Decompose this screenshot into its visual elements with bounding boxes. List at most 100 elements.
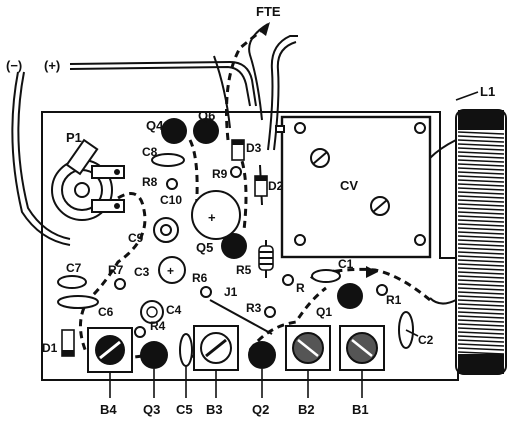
fte-wire-right: [267, 35, 298, 151]
coil-b4: [87, 327, 133, 373]
fte-wire-right-edge: [273, 41, 297, 151]
label-q5: Q5: [196, 240, 213, 255]
label-c6: C6: [98, 305, 114, 319]
coil-b1: [339, 325, 385, 371]
capacitor-c9: [153, 217, 179, 243]
capacitor-c3: +: [158, 256, 186, 284]
resistor-r7: [114, 278, 126, 290]
label-r6: R6: [192, 271, 208, 285]
label-r1: R1: [386, 293, 402, 307]
coil-winding: [457, 351, 505, 355]
label-j1: J1: [224, 285, 238, 299]
label-b2: B2: [298, 402, 315, 417]
coil-winding: [457, 327, 505, 331]
transistor-q6: [193, 118, 219, 144]
coil-winding: [457, 151, 505, 155]
capacitor-c10: +: [191, 190, 241, 240]
resistor-r1: [376, 284, 388, 296]
coil-winding: [457, 231, 505, 235]
label-q1: Q1: [316, 305, 332, 319]
coil-winding: [457, 183, 505, 187]
flow-arrow-fte: [258, 22, 270, 36]
coil-winding: [457, 139, 505, 143]
transistor-q4: [161, 118, 187, 144]
bottom-leaders: [109, 91, 479, 398]
capacitor-c7: [57, 275, 87, 289]
coil-winding: [457, 303, 505, 307]
label-fte: FTE: [256, 4, 281, 19]
coil-winding: [457, 319, 505, 323]
coil-winding: [457, 259, 505, 263]
coil-winding: [457, 311, 505, 315]
flow-path-main: [79, 139, 341, 360]
resistor-r8: [166, 178, 178, 190]
label-d3: D3: [246, 141, 262, 155]
coil-winding: [457, 211, 505, 215]
cv-lead-left: [275, 125, 285, 133]
coil-winding: [457, 243, 505, 247]
coil-lead-bottom: [429, 297, 457, 305]
resistor-r2: [282, 274, 294, 286]
label-pos: (+): [44, 58, 60, 73]
label-q3: Q3: [143, 402, 160, 417]
label-r7: R7: [108, 263, 124, 277]
capacitor-c8: [151, 153, 185, 167]
label-c4: C4: [166, 303, 182, 317]
label-c10: C10: [160, 193, 182, 207]
label-p1: P1: [66, 130, 82, 145]
coil-b2: [285, 325, 331, 371]
capacitor-c5: [179, 333, 193, 367]
coil-winding: [457, 219, 505, 223]
coil-winding: [457, 291, 505, 295]
label-cv: CV: [340, 178, 358, 193]
label-q6: Q6: [198, 108, 215, 123]
coil-winding: [457, 307, 505, 311]
transistor-q3: [140, 341, 168, 369]
positive-wire-edge: [69, 65, 251, 107]
coil-lead-top: [429, 139, 457, 159]
variable-capacitor-cv: [280, 115, 432, 259]
coil-winding: [457, 251, 505, 255]
coil-winding: [457, 347, 505, 351]
coil-winding: [457, 203, 505, 207]
coil-winding: [457, 163, 505, 167]
label-c5: C5: [176, 402, 193, 417]
resistor-r4: [134, 326, 146, 338]
coil-winding: [457, 255, 505, 259]
transistor-q5: [221, 233, 247, 259]
coil-winding: [457, 339, 505, 343]
coil-winding: [457, 283, 505, 287]
coil-b3: [193, 325, 239, 371]
flow-arrow-c1: [366, 266, 378, 278]
label-c8: C8: [142, 145, 158, 159]
coil-winding: [457, 147, 505, 151]
coil-winding: [457, 207, 505, 211]
label-b3: B3: [206, 402, 223, 417]
coil-winding: [457, 263, 505, 267]
label-r9: R9: [212, 167, 228, 181]
coil-winding: [457, 335, 505, 339]
coil-winding: [457, 343, 505, 347]
capacitor-c4: [140, 300, 164, 324]
coil-winding: [457, 267, 505, 271]
label-l1: L1: [480, 84, 495, 99]
fte-wire-left: [248, 23, 269, 121]
capacitor-c6: [57, 295, 99, 309]
coil-winding: [457, 235, 505, 239]
label-q2: Q2: [252, 402, 269, 417]
coil-winding: [457, 247, 505, 251]
diode-d2: [254, 164, 268, 206]
coil-winding: [457, 215, 505, 219]
coil-winding: [457, 199, 505, 203]
resistor-r5: [258, 240, 274, 278]
negative-wire: [11, 71, 71, 246]
label-c2: C2: [418, 333, 434, 347]
coil-winding: [457, 315, 505, 319]
coil-winding: [457, 223, 505, 227]
resistor-r9: [230, 166, 242, 178]
coil-winding: [457, 299, 505, 303]
coil-winding: [457, 135, 505, 139]
negative-wire-edge: [17, 71, 71, 240]
coil-winding: [457, 279, 505, 283]
